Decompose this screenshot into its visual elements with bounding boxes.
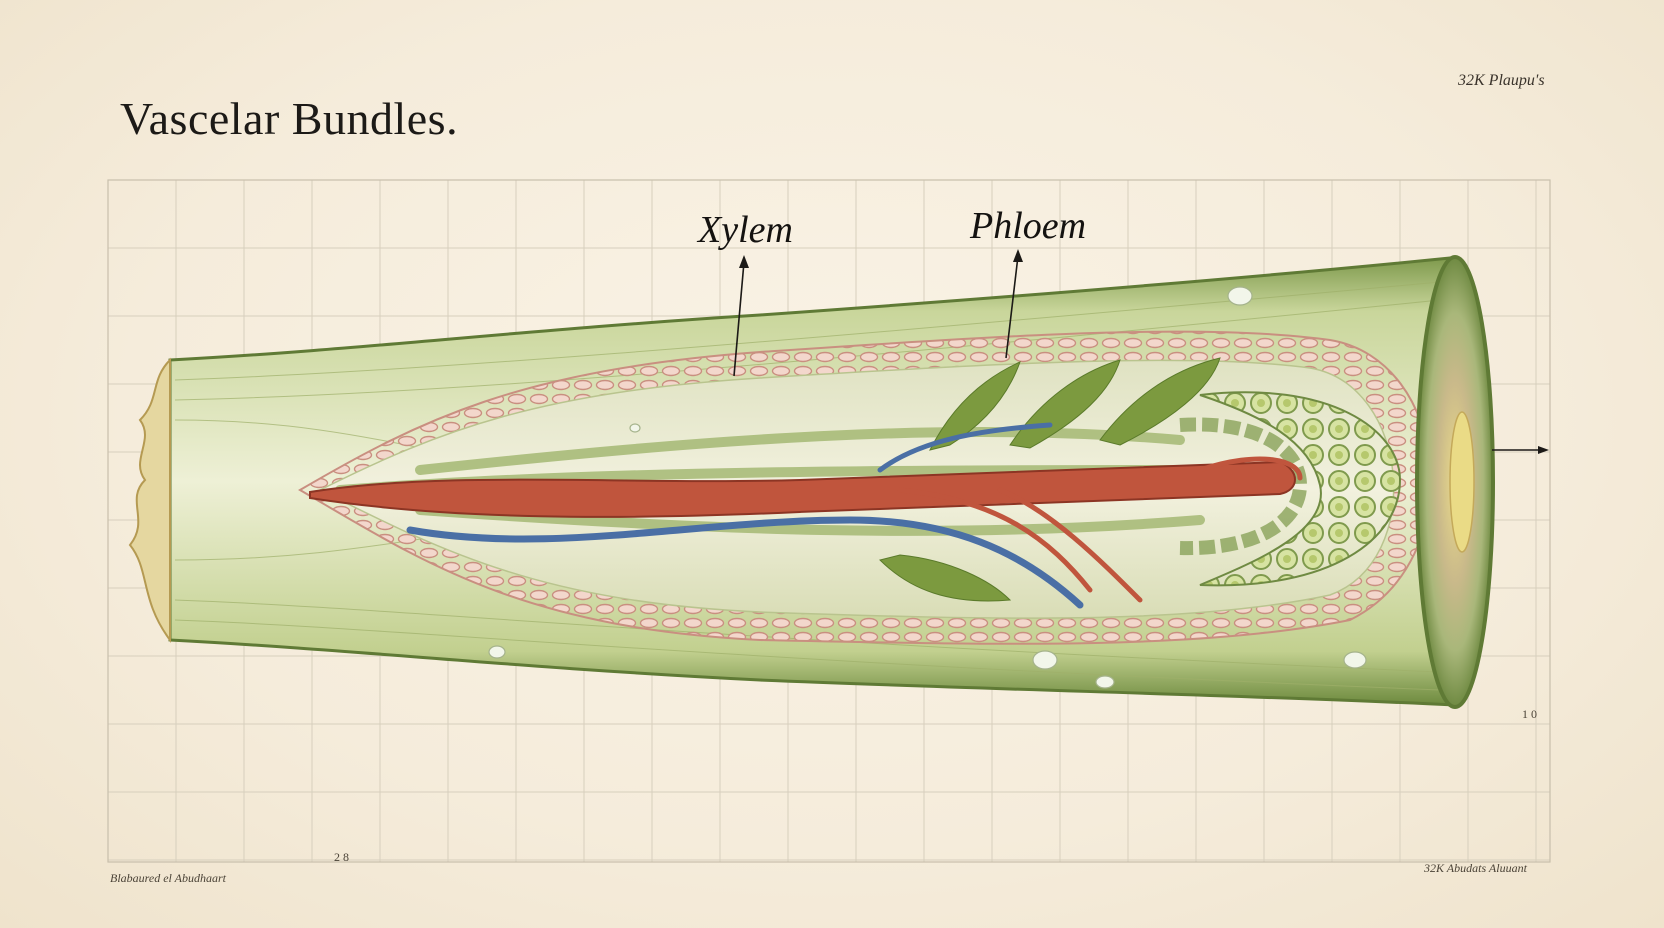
scale-tick-left: 2 8 [334, 850, 349, 864]
water-droplets [488, 286, 1367, 689]
label-xylem: Xylem [698, 209, 793, 251]
leader-arrowheads [739, 249, 1549, 454]
plate-frame [107, 179, 1551, 863]
vessel-blue-branch [877, 422, 1053, 473]
scale-tick-right: 1 0 [1522, 707, 1537, 721]
label-phloem: Phloem [970, 205, 1087, 247]
vessel-red-branches [897, 456, 1303, 603]
plate-title: Vascelar Bundles. [120, 93, 459, 144]
vascular-cell-coil [1199, 391, 1402, 587]
vessel-red [309, 460, 1296, 518]
vessel-blue [406, 516, 1084, 609]
label-leaders [733, 255, 1546, 451]
plate-number: 32K Plaupu's [1458, 72, 1545, 89]
cross-section-core [1449, 411, 1475, 553]
caption-right: 32K Abudats Aluuant [1424, 861, 1527, 875]
caption-left: Blabaured el Abudhaart [110, 871, 226, 885]
stem-frayed-end [128, 357, 171, 644]
leaf-branches [879, 357, 1221, 602]
